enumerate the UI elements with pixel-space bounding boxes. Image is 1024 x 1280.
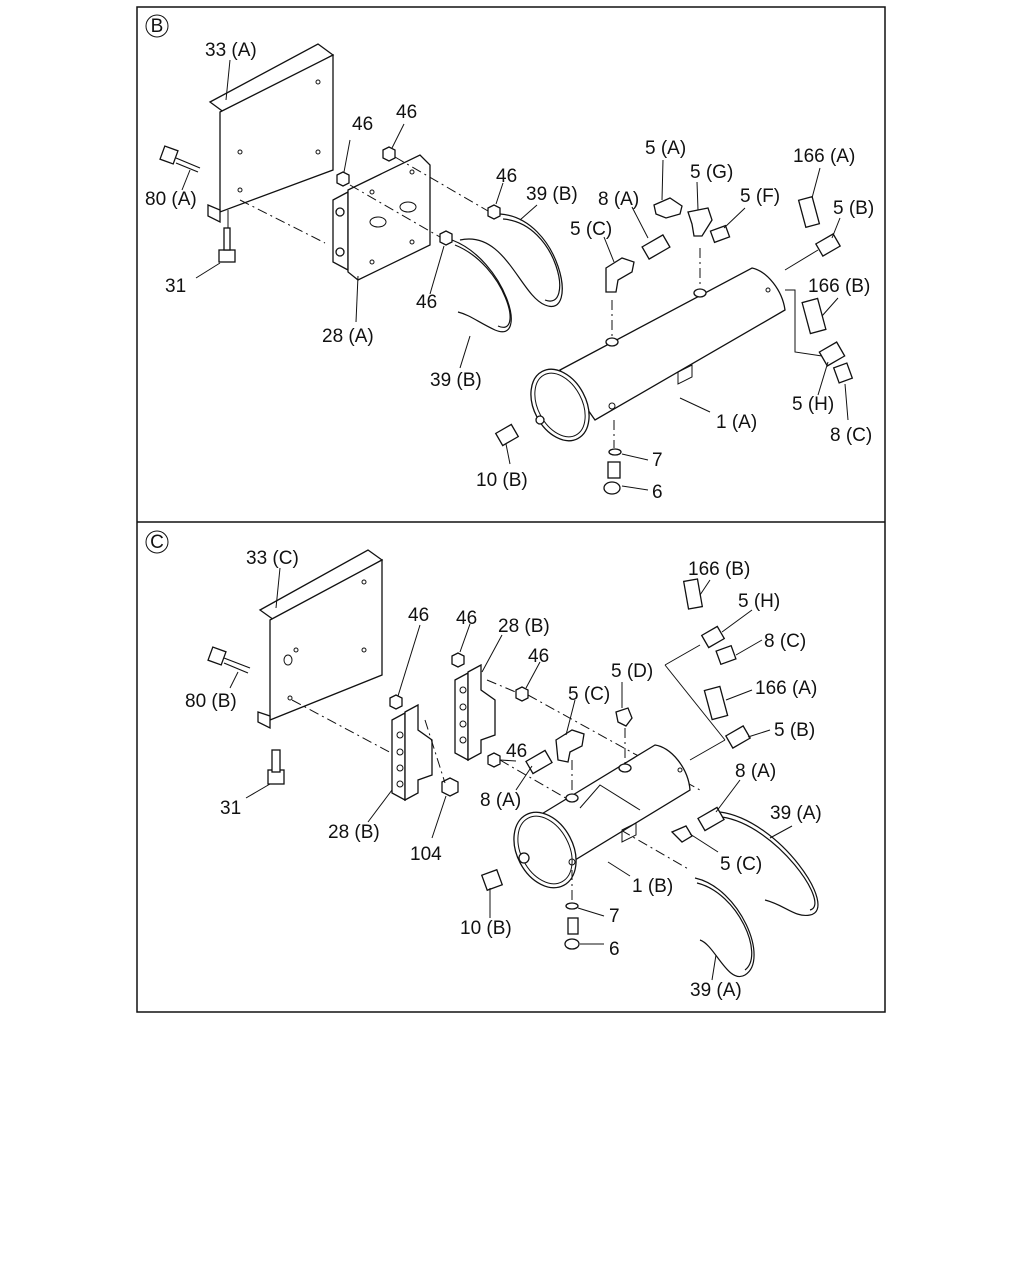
label-8c: 8 (C) bbox=[764, 631, 806, 652]
bolt-80b bbox=[207, 646, 251, 674]
label-1b: 1 (B) bbox=[632, 876, 673, 897]
label-5b: 5 (B) bbox=[833, 198, 874, 219]
hose-39b bbox=[451, 213, 563, 333]
label-46-3: 46 bbox=[528, 646, 549, 667]
label-1a: 1 (A) bbox=[716, 412, 757, 433]
label-46-1: 46 bbox=[408, 605, 429, 626]
label-5d: 5 (D) bbox=[611, 661, 653, 682]
section-marker-c-circle bbox=[145, 530, 169, 554]
hose-39a bbox=[694, 811, 819, 978]
label-5h: 5 (H) bbox=[738, 591, 780, 612]
label-5b: 5 (B) bbox=[774, 720, 815, 741]
label-28b-2: 28 (B) bbox=[328, 822, 380, 843]
label-39a-2: 39 (A) bbox=[690, 980, 742, 1001]
bolt-31-b bbox=[218, 227, 236, 263]
label-28a: 28 (A) bbox=[322, 326, 374, 347]
label-39b-2: 39 (B) bbox=[430, 370, 482, 391]
label-7: 7 bbox=[652, 450, 663, 471]
fittings-c bbox=[480, 578, 752, 950]
label-7: 7 bbox=[609, 906, 620, 927]
bracket-33a bbox=[207, 43, 335, 224]
section-c: C bbox=[145, 530, 822, 1001]
tank-1a bbox=[530, 267, 786, 442]
section-b: B bbox=[145, 14, 874, 503]
labels-c: 33 (C) 80 (B) 31 28 (B) 28 (B) 46 46 46 … bbox=[185, 548, 822, 1001]
label-33c: 33 (C) bbox=[246, 548, 299, 569]
label-80b: 80 (B) bbox=[185, 691, 237, 712]
label-166b: 166 (B) bbox=[688, 559, 750, 580]
label-10b: 10 (B) bbox=[476, 470, 528, 491]
bracket-28b-2 bbox=[454, 663, 496, 762]
label-8c: 8 (C) bbox=[830, 425, 872, 446]
label-166a: 166 (A) bbox=[793, 146, 855, 167]
label-5f: 5 (F) bbox=[740, 186, 780, 207]
label-5h: 5 (H) bbox=[792, 394, 834, 415]
label-104: 104 bbox=[410, 844, 442, 865]
label-46-4: 46 bbox=[416, 292, 437, 313]
bolt-31-c bbox=[267, 749, 285, 785]
label-8a-2: 8 (A) bbox=[735, 761, 776, 782]
label-5c-2: 5 (C) bbox=[720, 854, 762, 875]
nuts-46-b bbox=[336, 146, 501, 246]
label-5a: 5 (A) bbox=[645, 138, 686, 159]
label-8a: 8 (A) bbox=[598, 189, 639, 210]
nuts-46-c bbox=[389, 652, 529, 797]
label-166b: 166 (B) bbox=[808, 276, 870, 297]
label-5c: 5 (C) bbox=[570, 219, 612, 240]
label-166a: 166 (A) bbox=[755, 678, 817, 699]
leaders-c bbox=[229, 567, 793, 981]
label-31: 31 bbox=[220, 798, 241, 819]
section-marker-c: C bbox=[150, 532, 164, 553]
labels-b: 33 (A) 80 (A) 31 28 (A) 46 46 46 46 39 (… bbox=[145, 40, 874, 503]
diagram-frame bbox=[136, 6, 886, 1013]
bolt-80a bbox=[159, 145, 201, 173]
section-marker-b-circle bbox=[145, 14, 169, 38]
fittings-b bbox=[494, 195, 854, 495]
label-28b-1: 28 (B) bbox=[498, 616, 550, 637]
label-33a: 33 (A) bbox=[205, 40, 257, 61]
label-10b: 10 (B) bbox=[460, 918, 512, 939]
label-46-1: 46 bbox=[352, 114, 373, 135]
label-46-2: 46 bbox=[456, 608, 477, 629]
label-5c-1: 5 (C) bbox=[568, 684, 610, 705]
label-39a-1: 39 (A) bbox=[770, 803, 822, 824]
label-46-2: 46 bbox=[396, 102, 417, 123]
label-5g: 5 (G) bbox=[690, 162, 733, 183]
bracket-28b-1 bbox=[391, 703, 433, 802]
label-6: 6 bbox=[609, 939, 620, 960]
label-80a: 80 (A) bbox=[145, 189, 197, 210]
label-46-4: 46 bbox=[506, 741, 527, 762]
label-6: 6 bbox=[652, 482, 663, 503]
label-31: 31 bbox=[165, 276, 186, 297]
label-8a-1: 8 (A) bbox=[480, 790, 521, 811]
bracket-28a bbox=[332, 154, 431, 281]
bracket-33c bbox=[257, 549, 384, 730]
tank-1b bbox=[513, 744, 691, 889]
leaders-b bbox=[181, 59, 849, 491]
label-46-3: 46 bbox=[496, 166, 517, 187]
section-marker-b: B bbox=[151, 16, 164, 37]
label-39b-1: 39 (B) bbox=[526, 184, 578, 205]
